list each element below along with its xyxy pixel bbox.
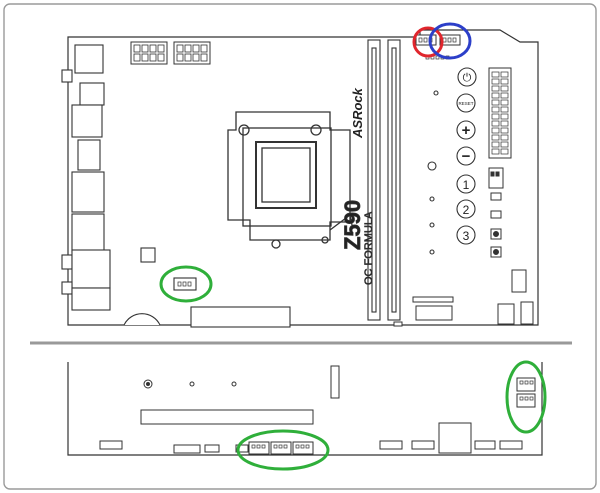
pcie-slot	[140, 409, 314, 425]
atx-24pin-connector	[488, 67, 512, 159]
profile-1-label: 1	[463, 178, 470, 192]
highlight-annotations	[159, 22, 547, 471]
outer-frame	[3, 3, 597, 490]
profile-3-button	[456, 225, 476, 245]
upper-board	[67, 29, 539, 326]
io-block	[74, 44, 104, 74]
reset-button	[456, 93, 476, 113]
power-button	[457, 67, 477, 87]
rear-io-blocks	[61, 44, 111, 311]
minus-button	[456, 146, 476, 166]
dimm-slots	[367, 39, 401, 321]
board-outline-top	[67, 29, 539, 326]
green-highlight-right-headers	[505, 360, 547, 434]
model-name: Z590	[340, 200, 365, 250]
lower-left-components	[123, 247, 291, 328]
minus-label: −	[462, 148, 471, 165]
power-icon: ⏻	[463, 72, 472, 84]
right-side-components	[393, 167, 534, 327]
profile-3-label: 3	[463, 229, 470, 243]
green-highlight-bottom-headers	[236, 429, 330, 471]
profile-2-button	[456, 199, 476, 219]
red-highlight-circle	[412, 26, 444, 58]
green-highlight-fan-header	[159, 265, 213, 303]
cpu-socket	[227, 111, 353, 249]
plus-button	[456, 120, 476, 140]
reset-label: RESET	[458, 101, 473, 106]
lower-board	[67, 362, 543, 456]
branding: ASRock Z590 OC FORMULA	[340, 87, 376, 285]
onboard-buttons	[427, 67, 477, 255]
plus-label: +	[462, 122, 471, 139]
right-edge-vertical-headers	[516, 377, 536, 392]
eps-power-connectors	[130, 41, 211, 65]
blue-highlight-circle	[428, 22, 472, 60]
button-labels: ⏻ RESET + − 1 2 3	[458, 72, 473, 243]
brand-logo: ASRock	[350, 87, 365, 139]
lower-board-components	[99, 365, 536, 455]
model-subtitle: OC FORMULA	[363, 211, 375, 285]
profile-2-label: 2	[463, 203, 470, 217]
profile-1-button	[456, 174, 476, 194]
